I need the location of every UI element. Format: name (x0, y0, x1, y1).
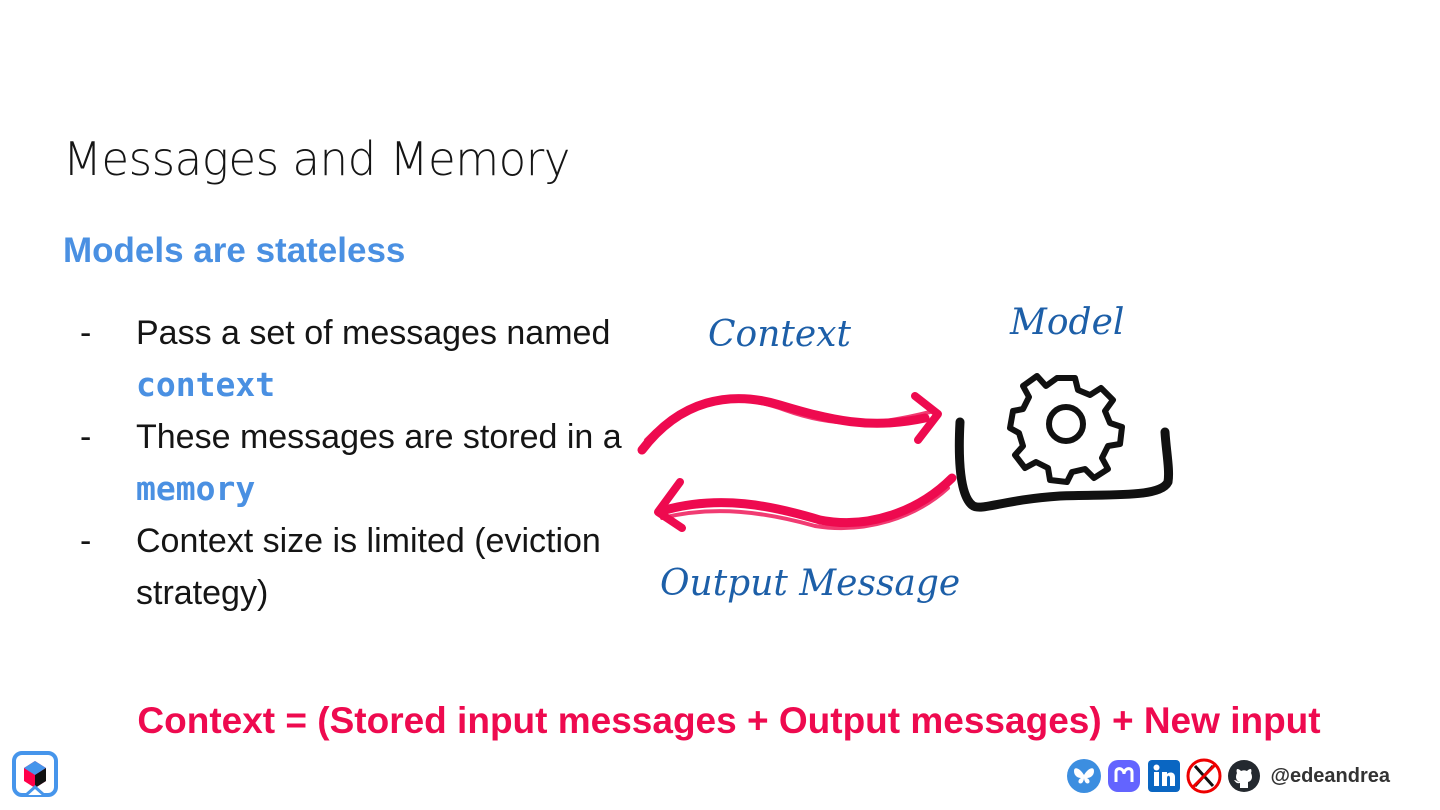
bullet-dash: - (80, 522, 92, 560)
output-message-label: Output Message (660, 563, 961, 604)
bullet-item: - Context size is limited (eviction stra… (80, 515, 640, 619)
github-icon[interactable] (1226, 758, 1262, 794)
bullet-item: - Pass a set of messages named context (80, 307, 640, 411)
bullet-code: memory (136, 469, 256, 508)
model-label: Model (1010, 302, 1125, 343)
slide-title: Messages and Memory (63, 132, 570, 186)
slide-subtitle: Models are stateless (63, 231, 406, 270)
bullet-text: These messages are stored in a (136, 418, 622, 456)
social-links: @edeandrea (1066, 757, 1390, 795)
context-label: Context (708, 314, 851, 355)
bullet-dash: - (80, 418, 92, 456)
bullet-text: Context size is limited (eviction strate… (136, 522, 601, 612)
bullet-item: - These messages are stored in a memory (80, 411, 640, 515)
bullet-list: - Pass a set of messages named context -… (80, 307, 640, 619)
quarkus-logo (12, 751, 58, 797)
gear-icon (1007, 373, 1125, 485)
context-formula: Context = (Stored input messages + Outpu… (137, 700, 1321, 741)
bullet-code: context (136, 365, 276, 404)
mastodon-icon[interactable] (1106, 758, 1142, 794)
social-handle[interactable]: @edeandrea (1270, 764, 1390, 787)
x-icon[interactable] (1186, 758, 1222, 794)
bluesky-icon[interactable] (1066, 758, 1102, 794)
bullet-text: Pass a set of messages named (136, 314, 611, 352)
model-bowl (954, 417, 1174, 512)
bullet-dash: - (80, 314, 92, 352)
linkedin-icon[interactable] (1146, 758, 1182, 794)
output-arrow (654, 473, 957, 532)
context-arrow (637, 392, 942, 455)
